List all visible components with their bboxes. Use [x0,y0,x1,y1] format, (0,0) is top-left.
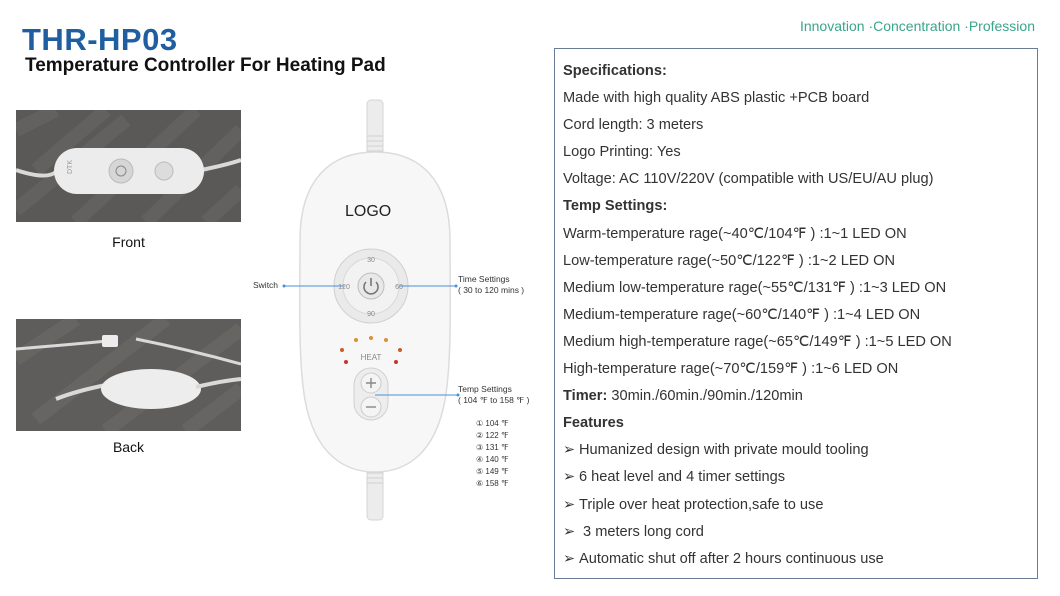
power-icon[interactable] [363,278,379,295]
specifications-heading: Specifications: [563,63,667,79]
front-caption: Front [112,234,145,250]
feature-item: ➢Humanized design with private mould too… [563,437,1029,464]
plus-button[interactable] [360,372,382,394]
feature-text: 3 meters long cord [579,523,704,540]
temp-level-5: ⑤ 149 ℉ [476,467,509,476]
features-heading: Features [563,415,624,432]
temp-level-1: ① 104 ℉ [476,419,509,428]
logo-text: LOGO [345,203,391,220]
heat-led-indicators [340,336,402,364]
heat-label: HEAT [361,353,382,362]
feature-text: Humanized design with private mould tool… [579,442,869,459]
temp-level-3: ③ 131 ℉ [476,443,509,452]
temp-level-2: ② 122 ℉ [476,431,509,440]
feature-text: 6 heat level and 4 timer settings [579,469,786,486]
temp-level-6: ⑥ 158 ℉ [476,479,509,488]
spec-voltage: Voltage: AC 110V/220V (compatible with U… [563,171,934,188]
switch-label: Switch [253,280,278,290]
dial-30: 30 [367,257,375,264]
feature-text: Automatic shut off after 2 hours continu… [579,550,884,567]
feature-text: Triple over heat protection,safe to use [579,496,824,513]
time-settings-label: Time Settings [458,274,510,284]
arrow-bullet-icon: ➢ [563,523,576,540]
temp-low: Low-temperature rage(~50℃/122℉ ) :1~2 LE… [563,252,896,269]
svg-text:DTK: DTK [67,160,74,174]
temp-warm: Warm-temperature rage(~40℃/104℉ ) :1~1 L… [563,225,907,242]
spec-logo-printing: Logo Printing: Yes [563,144,681,161]
dial-60: 60 [395,284,403,291]
specifications-panel: Specifications: Made with high quality A… [554,48,1038,579]
temp-level-4: ④ 140 ℉ [476,455,509,464]
temp-medium-low: Medium low-temperature rage(~55℃/131℉ ) … [563,279,947,296]
timer-line: Timer: 30min./60min./90min./120min [563,383,1029,410]
controller-illustration: LOGO 30 120 60 90 HEAT [250,99,550,521]
temp-settings-range: ( 104 ℉ to 158 ℉ ) [458,395,530,405]
temp-high: High-temperature rage(~70℃/159℉ ) :1~6 L… [563,361,899,378]
dial-120: 120 [338,284,350,291]
back-caption: Back [112,439,145,455]
company-tagline: Innovation ·Concentration ·Profession [799,18,1035,34]
spec-cord-length: Cord length: 3 meters [563,117,704,134]
timer-value: 30min./60min./90min./120min [607,388,803,405]
feature-item: ➢ 3 meters long cord [563,519,1029,546]
front-photo: DTK [16,110,241,222]
product-title: THR-HP03 [22,22,178,57]
temp-medium: Medium-temperature rage(~60℃/140℉ ) :1~4… [563,306,921,323]
temp-medium-high: Medium high-temperature rage(~65℃/149℉ )… [563,333,952,350]
product-subtitle: Temperature Controller For Heating Pad [25,55,386,76]
temp-settings-label: Temp Settings [458,384,512,394]
arrow-bullet-icon: ➢ [563,469,576,486]
dial-90: 90 [367,311,375,318]
feature-item: ➢6 heat level and 4 timer settings [563,464,1029,491]
arrow-bullet-icon: ➢ [563,496,576,513]
feature-item: ➢Automatic shut off after 2 hours contin… [563,546,1029,573]
temp-settings-heading: Temp Settings: [563,198,668,215]
back-photo [16,319,241,431]
arrow-bullet-icon: ➢ [563,550,576,567]
time-settings-range: ( 30 to 120 mins ) [458,285,524,295]
spec-material: Made with high quality ABS plastic +PCB … [563,90,870,107]
minus-button[interactable] [360,396,382,418]
feature-item: ➢Triple over heat protection,safe to use [563,492,1029,519]
timer-label: Timer: [563,388,608,405]
arrow-bullet-icon: ➢ [563,442,576,459]
